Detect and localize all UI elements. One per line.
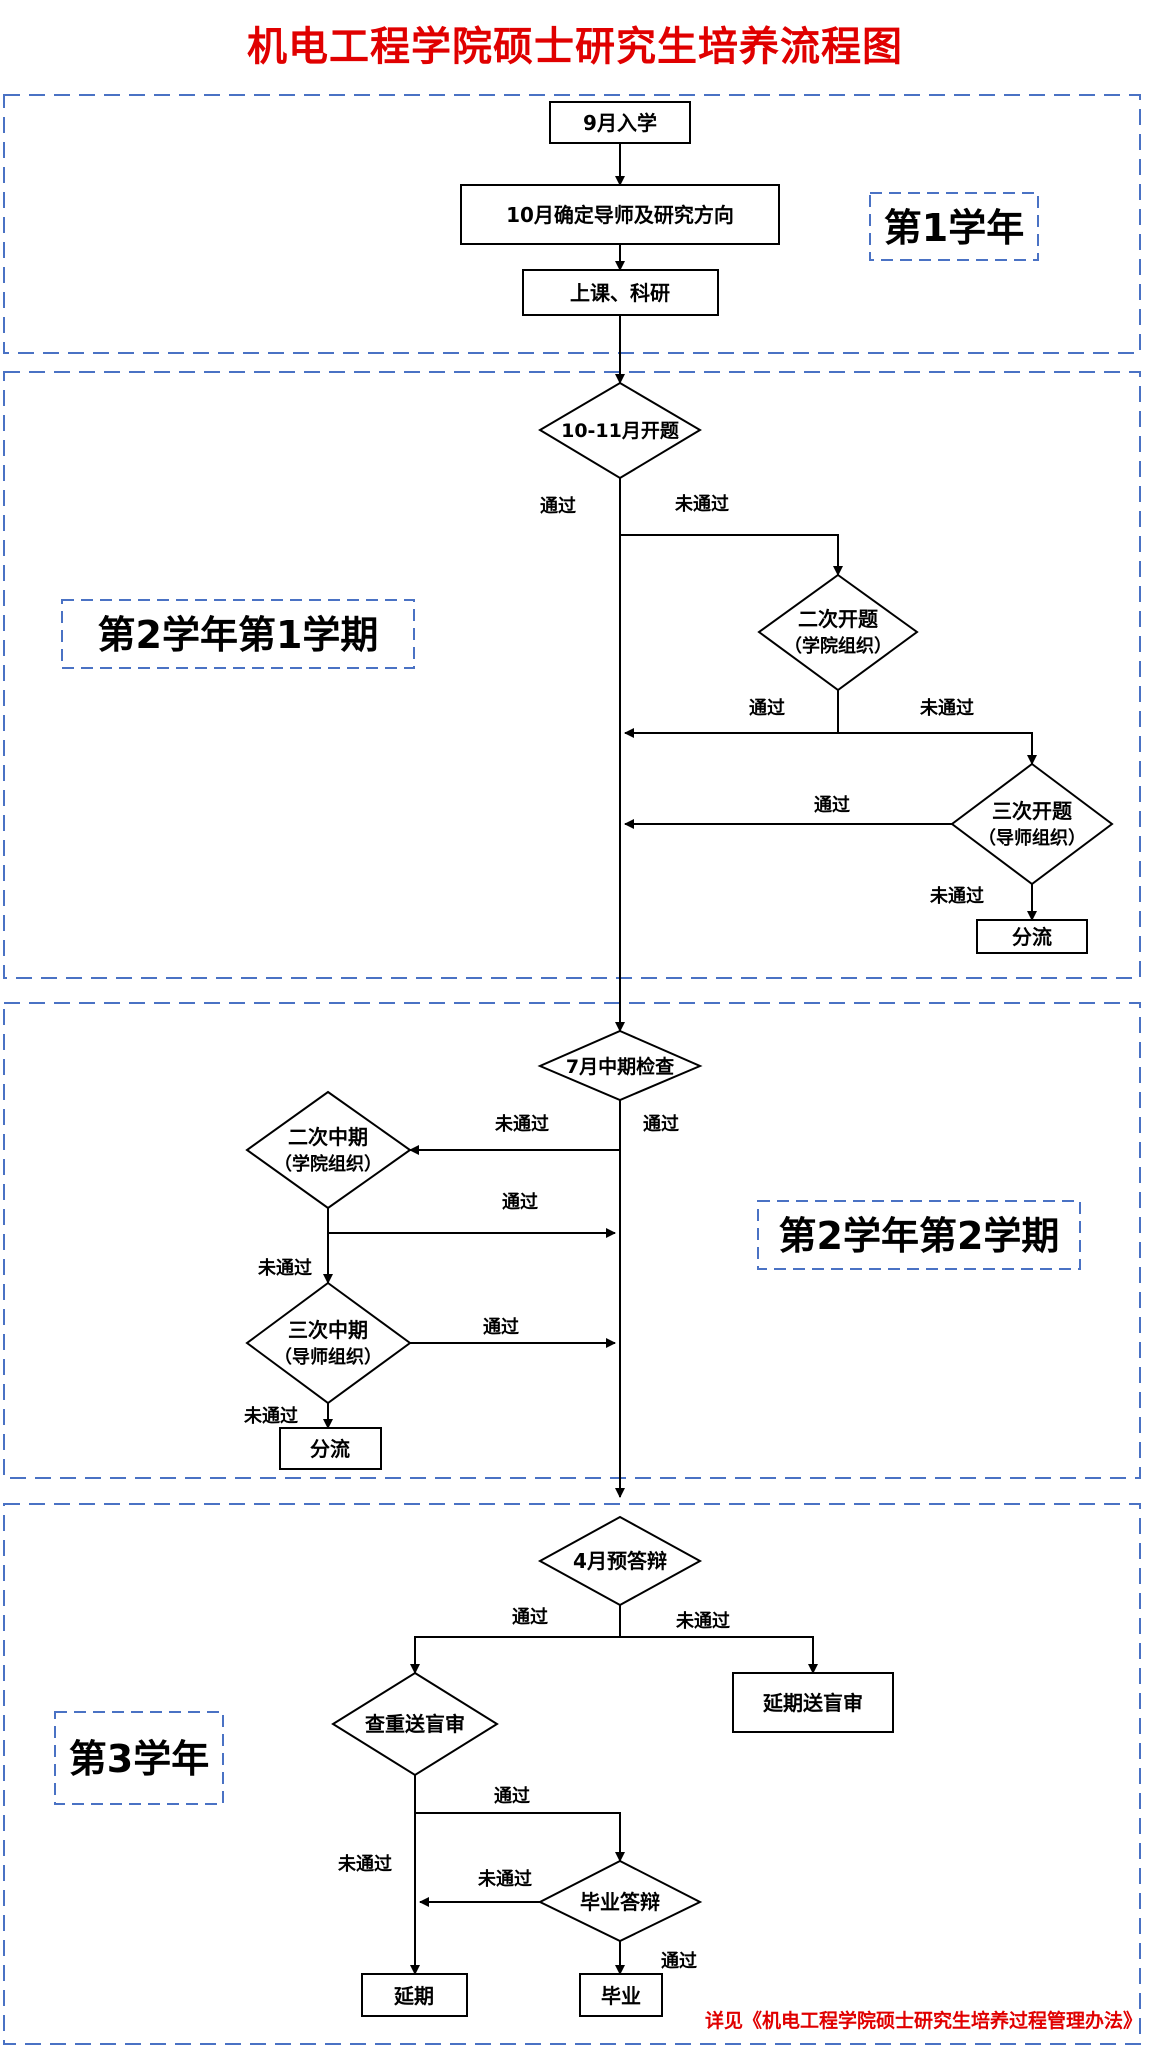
edge-label-pass: 通过 [661,1950,697,1972]
node-proposal2 [757,573,919,692]
year1-label: 第1学年 [884,206,1024,250]
node-split-1 [976,919,1088,954]
year1-label-box [869,192,1039,261]
node-defense-text: 毕业答辩 [580,1890,660,1914]
edge-label-fail: 未通过 [676,1610,730,1632]
edge-label-pass: 通过 [643,1113,679,1135]
year2-term2-label-box [757,1200,1081,1270]
year2-term1-label-box [61,599,415,669]
node-plagiarism-review [331,1671,499,1777]
node-midterm2 [245,1090,412,1210]
node-delay-text: 延期 [393,1984,434,2008]
year3-label-box [54,1711,224,1805]
node-midterm-text: 7月中期检查 [566,1055,675,1078]
node-graduate [579,1973,663,2017]
node-graduate-text: 毕业 [601,1984,641,2008]
node-enroll [549,101,691,144]
node-enroll-text: 9月入学 [583,111,657,135]
node-courses-text: 上课、科研 [570,281,670,305]
edge-label-pass: 通过 [494,1785,530,1807]
node-midterm2-text: 二次中期 [288,1125,368,1149]
node-midterm2-sub: （学院组织） [274,1153,382,1175]
node-defense [537,1859,703,1943]
node-delayed-review-text: 延期送盲审 [762,1691,863,1715]
node-delay [361,1973,468,2017]
section-year1 [3,94,1141,354]
node-plagiarism-review-text: 查重送盲审 [365,1712,465,1736]
edge-label-fail: 未通过 [495,1113,549,1135]
edge-label-fail: 未通过 [478,1868,532,1890]
edge-label-pass: 通过 [502,1191,538,1213]
node-proposal3-sub: （导师组织） [978,827,1086,849]
node-midterm3-text: 三次中期 [288,1318,368,1342]
section-year2-term2 [3,1002,1141,1479]
node-advisor-text: 10月确定导师及研究方向 [506,203,734,227]
node-split-2 [279,1427,382,1470]
node-predefense [537,1515,703,1607]
node-proposal3-text: 三次开题 [992,799,1073,823]
node-proposal3 [950,762,1114,886]
edge-label-pass: 通过 [749,697,785,719]
node-delayed-review [732,1672,894,1733]
node-proposal [538,381,702,480]
node-midterm [537,1029,703,1102]
edge-label-fail: 未通过 [675,493,729,515]
edge-label-pass: 通过 [483,1316,519,1338]
node-proposal2-text: 二次开题 [798,607,879,631]
edge-label-fail: 未通过 [920,697,974,719]
edge-label-fail: 未通过 [244,1405,298,1427]
node-midterm3-sub: （导师组织） [274,1346,382,1368]
node-predefense-text: 4月预答辩 [573,1549,667,1573]
section-year3 [3,1503,1141,2045]
node-split-1-text: 分流 [1012,925,1052,949]
node-midterm3 [245,1281,412,1405]
section-year2-term1 [3,371,1141,979]
edge-label-fail: 未通过 [930,885,984,907]
node-split-2-text: 分流 [310,1437,350,1461]
node-proposal-text: 10-11月开题 [561,420,679,442]
node-proposal2-sub: （学院组织） [784,635,892,657]
year3-label: 第3学年 [69,1737,209,1781]
year2-term2-label: 第2学年第2学期 [779,1214,1060,1258]
page-title: 机电工程学院硕士研究生培养流程图 [247,24,903,70]
footnote: 详见《机电工程学院硕士研究生培养过程管理办法》 [704,2010,1142,2032]
node-advisor [460,184,780,245]
node-courses [522,269,719,316]
edge-label-fail: 未通过 [338,1853,392,1875]
edge-label-fail: 未通过 [258,1257,312,1279]
year2-term1-label: 第2学年第1学期 [98,613,379,657]
edge-label-pass: 通过 [540,495,576,517]
edge-label-pass: 通过 [814,794,850,816]
edge-label-pass: 通过 [512,1606,548,1628]
